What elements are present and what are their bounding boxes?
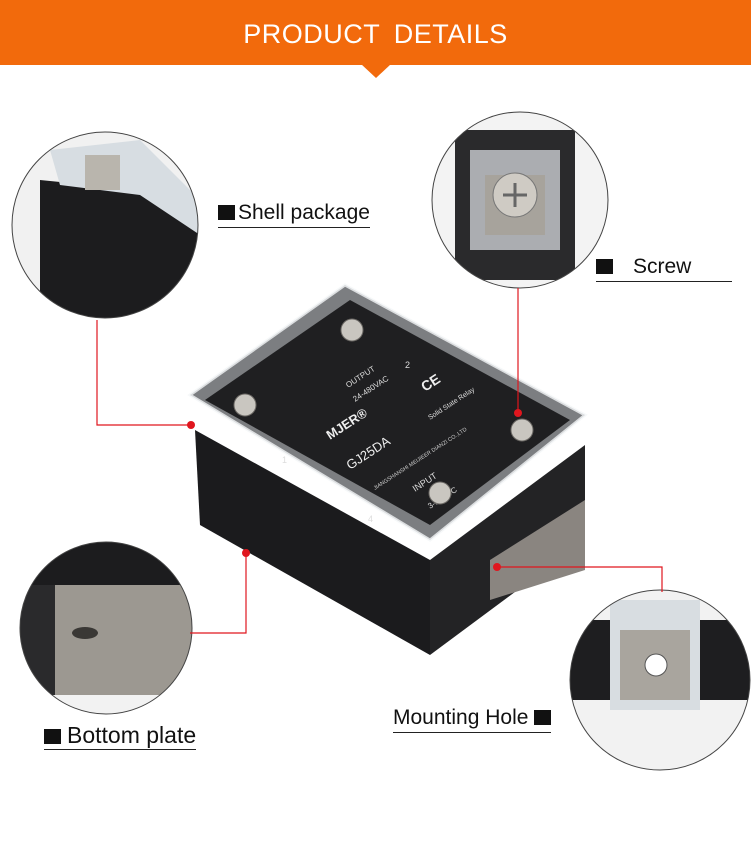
bullet-square-icon: [218, 205, 235, 220]
callout-label: Screw: [633, 255, 692, 278]
bullet-square-icon: [596, 259, 613, 274]
screw-zoom-image: [432, 112, 608, 288]
terminal-4: 4: [368, 514, 373, 524]
bullet-square-icon: [534, 710, 552, 725]
page-title: PRODUCT DETAILS: [243, 19, 508, 49]
header-notch: [361, 64, 391, 78]
terminal-1: 1: [282, 455, 287, 465]
leader-dots: [187, 409, 522, 571]
relay-body: MJER® GJ25DA OUTPUT 24-480VAC CE Solid S…: [187, 283, 588, 655]
callout-label: Mounting Hole: [393, 706, 529, 729]
callout-label: Shell package: [238, 201, 370, 224]
bottom-plate-zoom-image: [20, 542, 192, 714]
bullet-square-icon: [44, 729, 61, 744]
callout-mounting-hole: Mounting Hole: [393, 705, 552, 733]
mounting-hole-zoom-image: [570, 590, 750, 770]
callout-shell-package: Shell package: [218, 200, 370, 228]
callout-bottom-plate: Bottom plate: [44, 722, 197, 750]
shell-zoom-image: [12, 132, 198, 318]
terminal-2: 2: [405, 360, 410, 370]
header-banner: [0, 0, 751, 65]
leader-lines: [96, 288, 663, 634]
callout-screw: Screw: [596, 254, 732, 282]
callout-label: Bottom plate: [67, 722, 197, 748]
